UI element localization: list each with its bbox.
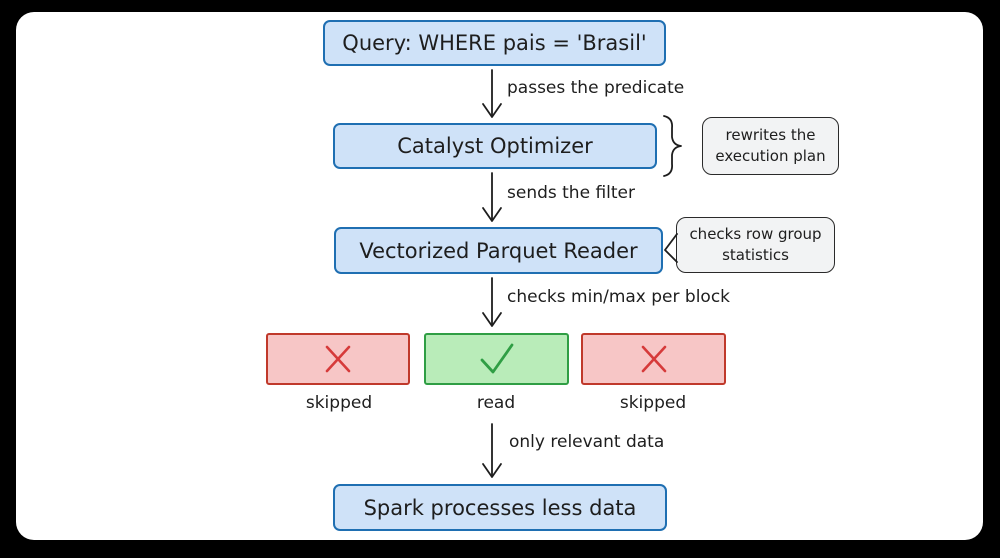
x-mark-icon: [641, 345, 666, 373]
block-label: skipped: [305, 393, 373, 413]
diagram-canvas: Query: WHERE pais = 'Brasil' Catalyst Op…: [16, 12, 983, 540]
block-label: read: [476, 393, 516, 413]
x-mark-icon: [325, 345, 351, 373]
check-mark-icon: [480, 343, 513, 374]
edge-label-sends-filter: sends the filter: [507, 183, 635, 203]
edge-label-passes-predicate: passes the predicate: [507, 78, 685, 98]
brace-icon: [663, 115, 682, 177]
parquet-reader-node: Vectorized Parquet Reader: [334, 227, 663, 274]
edge-label-checks-minmax: checks min/max per block: [507, 287, 731, 307]
query-node: Query: WHERE pais = 'Brasil': [323, 20, 666, 66]
block-label: skipped: [619, 393, 687, 413]
callout-pointer-icon: [664, 233, 678, 263]
row-group-block-skipped: [581, 333, 726, 385]
reader-note: checks row group statistics: [676, 217, 835, 273]
row-group-block-read: [424, 333, 569, 385]
edge-label-only-relevant: only relevant data: [509, 432, 665, 452]
arrow-down-icon: [482, 69, 502, 118]
arrow-down-icon: [482, 423, 502, 478]
arrow-down-icon: [482, 172, 502, 222]
arrow-down-icon: [482, 277, 502, 327]
result-node: Spark processes less data: [333, 484, 667, 531]
optimizer-note: rewrites the execution plan: [702, 117, 839, 175]
catalyst-optimizer-node: Catalyst Optimizer: [333, 123, 657, 169]
row-group-block-skipped: [266, 333, 410, 385]
connectors: [482, 69, 682, 478]
